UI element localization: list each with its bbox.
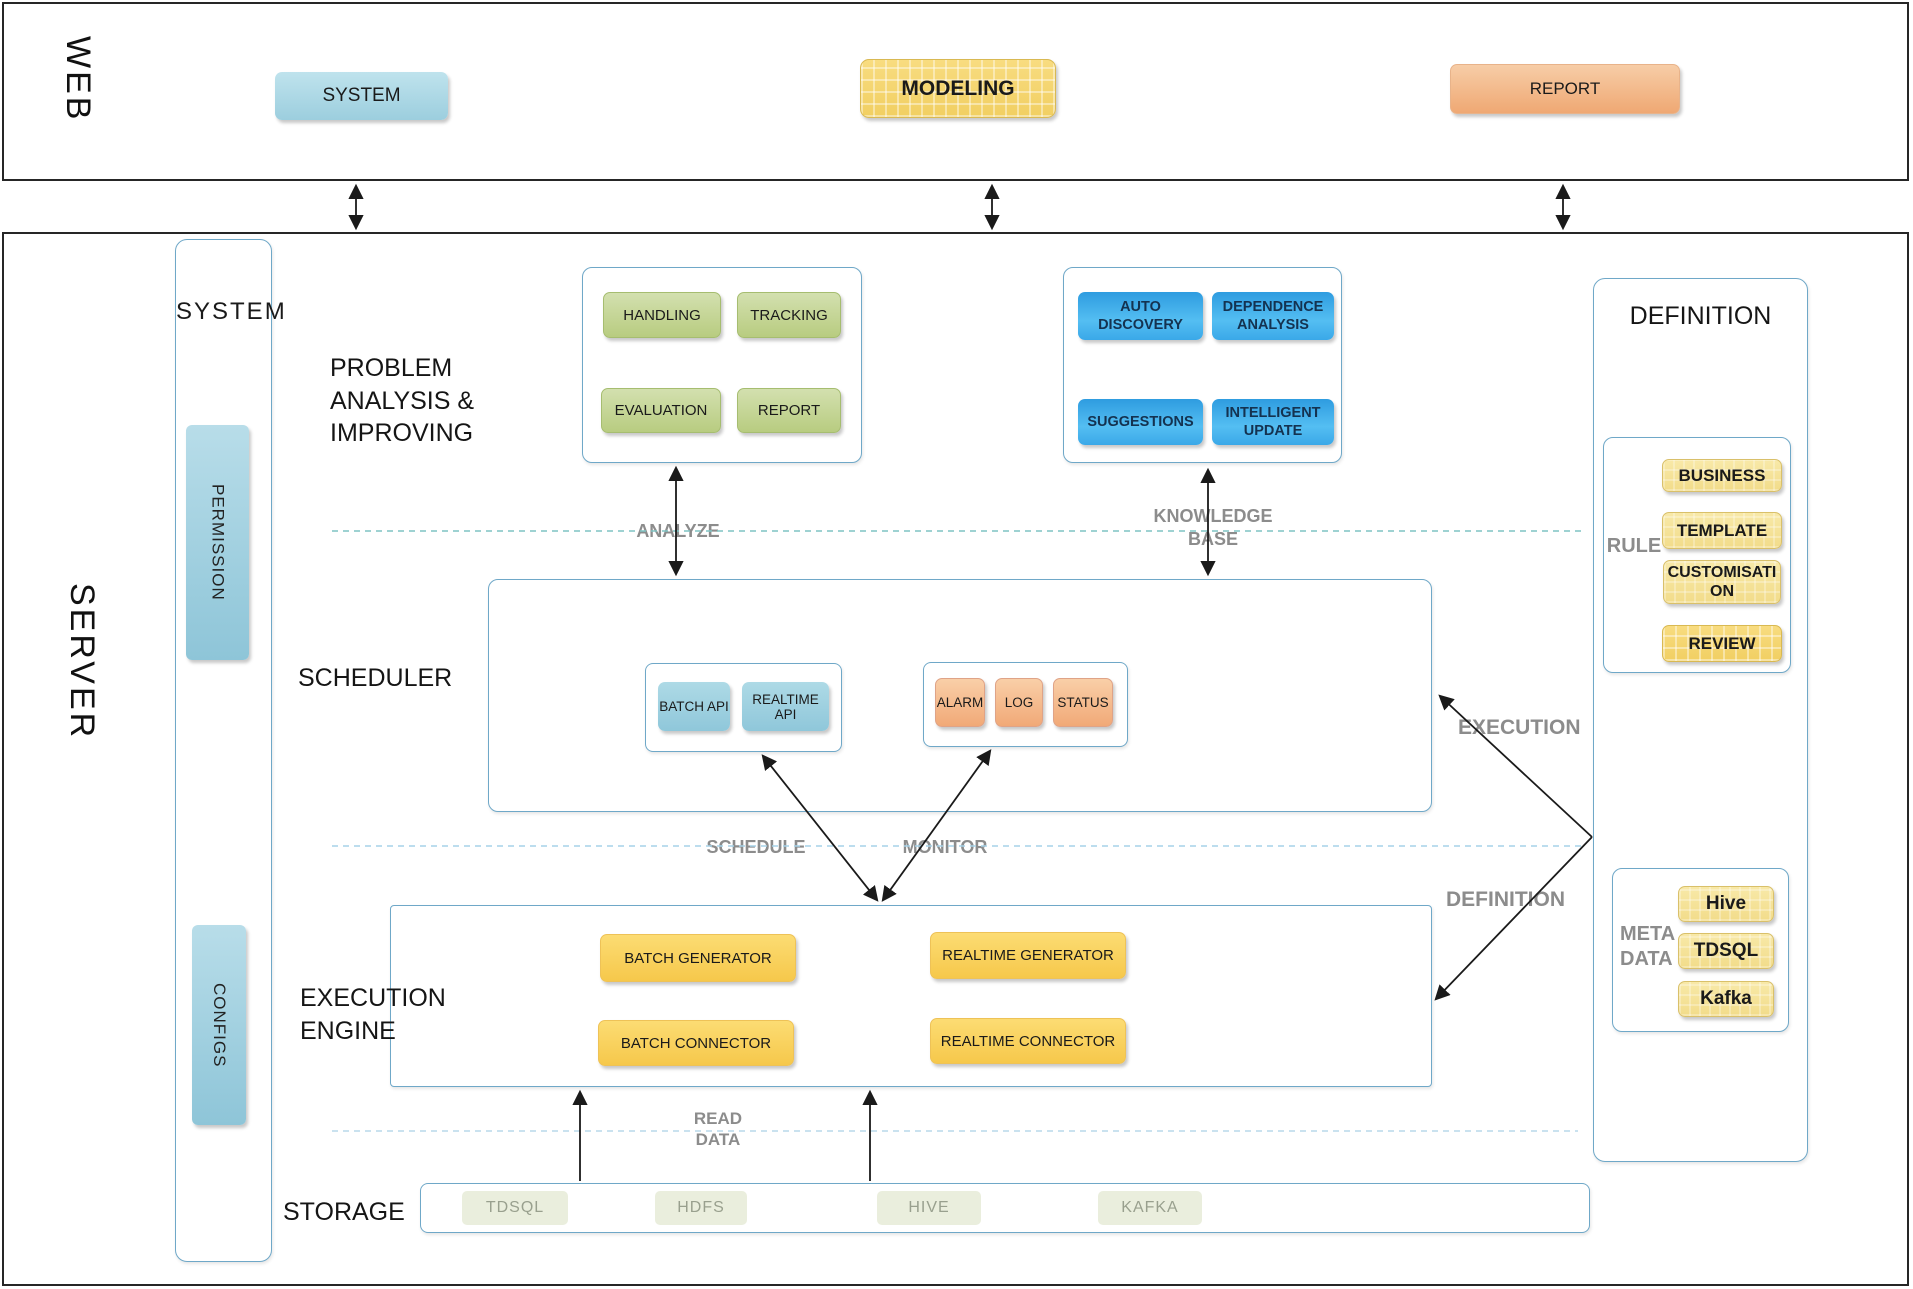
metadata-kafka-box: Kafka — [1678, 981, 1774, 1017]
knowledge-base-line1: KNOWLEDGE — [1153, 506, 1273, 526]
configs-box: CONFIGS — [192, 925, 246, 1125]
permission-label: PERMISSION — [208, 484, 228, 601]
server-band-label: SERVER — [63, 583, 101, 741]
metadata-label: META DATA — [1614, 922, 1684, 972]
scheduler-label: SCHEDULER — [298, 664, 453, 692]
problem-analysis-line1: PROBLEM — [330, 354, 453, 382]
handling-box: HANDLING — [603, 292, 721, 338]
problem-analysis-line2: ANALYSIS & — [330, 386, 475, 415]
monitor-flow-label: MONITOR — [902, 837, 988, 857]
execution-engine-box — [390, 905, 1432, 1087]
web-system-box: SYSTEM — [275, 72, 448, 120]
intelligent-update-box: INTELLIGENT UPDATE — [1212, 399, 1334, 445]
problem-analysis-line3: IMPROVING — [330, 419, 474, 447]
batch-connector-box: BATCH CONNECTOR — [598, 1020, 794, 1066]
read-data-line1: READ — [693, 1109, 743, 1128]
storage-box — [420, 1183, 1590, 1233]
execution-engine-label: EXECUTION ENGINE — [300, 982, 460, 1047]
read-data-flow-label: READ DATA — [680, 1108, 756, 1151]
execution-engine-line1: EXECUTION — [300, 984, 446, 1012]
tracking-box: TRACKING — [737, 292, 841, 338]
suggestions-box: SUGGESTIONS — [1078, 399, 1203, 445]
rule-label: RULE — [1606, 535, 1662, 557]
web-report-box: REPORT — [1450, 64, 1680, 114]
execution-flow-label: EXECUTION — [1458, 716, 1581, 739]
evaluation-box: EVALUATION — [601, 388, 721, 433]
definition-flow-label: DEFINITION — [1446, 888, 1565, 911]
metadata-hive-box: Hive — [1678, 886, 1774, 922]
rule-review-box: REVIEW — [1662, 625, 1782, 662]
metadata-label-line2: DATA — [1620, 948, 1673, 970]
metadata-label-line1: META — [1620, 923, 1676, 945]
storage-hdfs-box: HDFS — [655, 1191, 747, 1225]
realtime-generator-box: REALTIME GENERATOR — [930, 932, 1126, 979]
storage-hive-box: HIVE — [877, 1191, 981, 1225]
storage-label: STORAGE — [283, 1198, 405, 1226]
definition-panel-title: DEFINITION — [1629, 302, 1772, 330]
report-green-box: REPORT — [737, 388, 841, 433]
metadata-tdsql-box: TDSQL — [1678, 933, 1774, 969]
alarm-box: ALARM — [935, 678, 985, 727]
storage-tdsql-box: TDSQL — [462, 1191, 568, 1225]
execution-engine-line2: ENGINE — [300, 1016, 396, 1045]
batch-generator-box: BATCH GENERATOR — [600, 934, 796, 982]
status-box: STATUS — [1053, 678, 1113, 727]
storage-kafka-box: KAFKA — [1098, 1191, 1202, 1225]
realtime-api-box: REALTIME API — [742, 682, 829, 731]
read-data-line2: DATA — [695, 1130, 741, 1150]
rule-template-box: TEMPLATE — [1662, 512, 1782, 549]
log-box: LOG — [995, 678, 1043, 727]
rule-customisation-box: CUSTOMISATION — [1663, 560, 1781, 604]
schedule-flow-label: SCHEDULE — [706, 837, 806, 857]
batch-api-box: BATCH API — [658, 682, 730, 731]
analyze-flow-label: ANALYZE — [636, 521, 720, 541]
realtime-connector-box: REALTIME CONNECTOR — [930, 1018, 1126, 1064]
web-band-label: WEB — [59, 36, 97, 123]
permission-box: PERMISSION — [186, 425, 249, 660]
sidebar-title: SYSTEM — [176, 298, 287, 325]
system-sidebar: SYSTEM — [175, 239, 287, 1262]
rule-business-box: BUSINESS — [1662, 459, 1782, 492]
configs-label: CONFIGS — [210, 982, 229, 1068]
dependence-analysis-box: DEPENDENCE ANALYSIS — [1212, 292, 1334, 340]
auto-discovery-box: AUTO DISCOVERY — [1078, 292, 1203, 340]
knowledge-base-line2: BASE — [1187, 528, 1238, 549]
problem-analysis-label: PROBLEM ANALYSIS & IMPROVING — [330, 352, 500, 450]
web-modeling-box: MODELING — [860, 59, 1056, 118]
knowledge-base-flow-label: KNOWLEDGE BASE — [1140, 505, 1286, 550]
